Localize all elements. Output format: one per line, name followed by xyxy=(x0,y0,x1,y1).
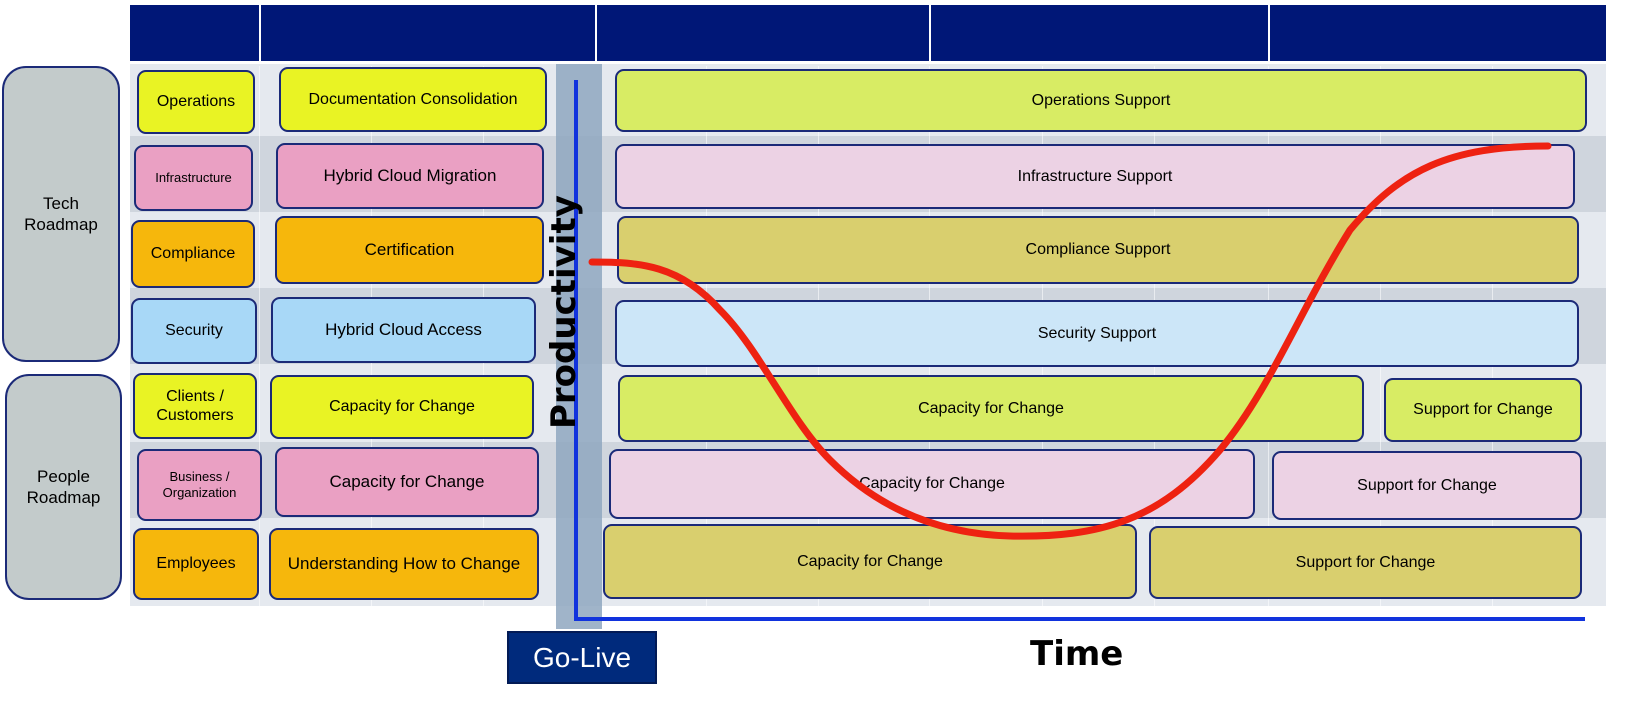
activity-employees-capacity-post: Capacity for Change xyxy=(603,524,1137,599)
activity-clients-capacity-post: Capacity for Change xyxy=(618,375,1364,442)
header-bar xyxy=(130,5,1606,61)
activity-understanding-how-to-change: Understanding How to Change xyxy=(269,528,539,600)
category-security: Security xyxy=(131,298,257,364)
activity-security-support: Security Support xyxy=(615,300,1579,367)
go-live-label: Go-Live xyxy=(507,631,657,684)
activity-business-capacity-post: Capacity for Change xyxy=(609,449,1255,519)
header-divider xyxy=(929,5,931,61)
category-clients: Clients / Customers xyxy=(133,373,257,439)
tech-roadmap-label: Tech Roadmap xyxy=(2,66,120,362)
activity-compliance-support: Compliance Support xyxy=(617,216,1579,284)
category-business: Business / Organization xyxy=(137,449,262,521)
people-roadmap-label: People Roadmap xyxy=(5,374,122,600)
activity-clients-support: Support for Change xyxy=(1384,378,1582,442)
grid-line xyxy=(259,66,260,606)
x-axis-label: Time xyxy=(1030,634,1124,674)
header-divider xyxy=(1268,5,1270,61)
activity-business-support: Support for Change xyxy=(1272,451,1582,520)
activity-infrastructure-support: Infrastructure Support xyxy=(615,144,1575,209)
activity-hybrid-cloud-access: Hybrid Cloud Access xyxy=(271,297,536,363)
activity-documentation-consolidation: Documentation Consolidation xyxy=(279,67,547,132)
header-divider xyxy=(259,5,261,61)
activity-business-capacity: Capacity for Change xyxy=(275,447,539,517)
activity-clients-capacity: Capacity for Change xyxy=(270,375,534,439)
header-divider xyxy=(595,5,597,61)
activity-operations-support: Operations Support xyxy=(615,69,1587,132)
activity-hybrid-cloud-migration: Hybrid Cloud Migration xyxy=(276,143,544,209)
category-employees: Employees xyxy=(133,528,259,600)
activity-certification: Certification xyxy=(275,216,544,284)
category-compliance: Compliance xyxy=(131,220,255,288)
category-infrastructure: Infrastructure xyxy=(134,145,253,211)
category-operations: Operations xyxy=(137,70,255,134)
y-axis-label: Productivity xyxy=(544,195,584,429)
activity-employees-support: Support for Change xyxy=(1149,526,1582,599)
